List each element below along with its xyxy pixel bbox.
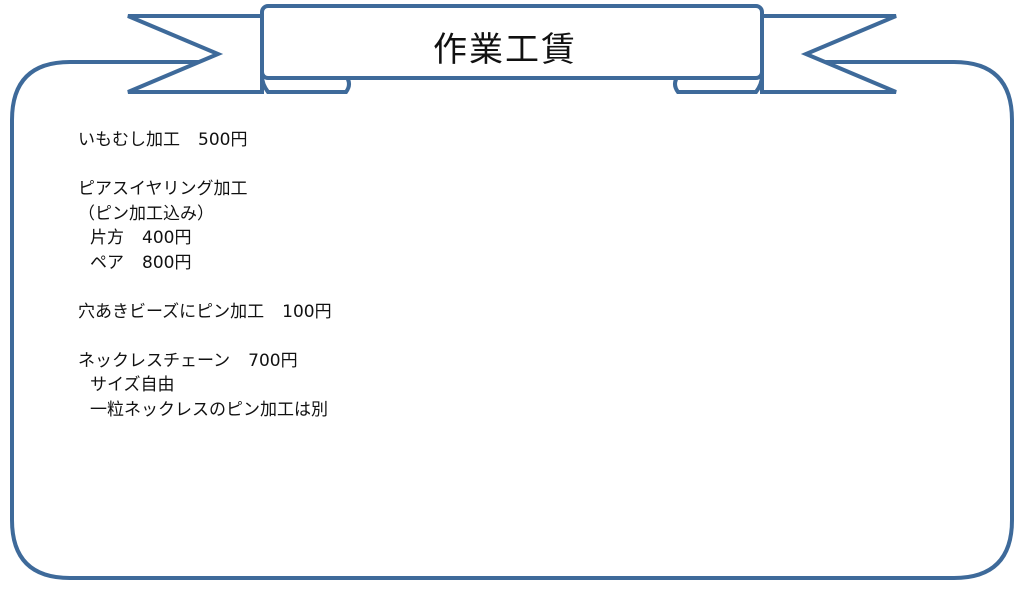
item-label: いもむし加工 (78, 130, 180, 150)
spacer (78, 275, 938, 300)
spacer (78, 324, 938, 349)
item-price: 100円 (282, 301, 332, 322)
item-note-text: 一粒ネックレスのピン加工は別 (90, 399, 328, 420)
spacer (78, 153, 938, 178)
list-item: ネックレスチェーン 700円 (78, 349, 938, 374)
item-note-text: （ピン加工込み） (78, 203, 214, 224)
item-option: 片方 400円 (78, 226, 938, 251)
list-item: ピアスイヤリング加工 (78, 177, 938, 202)
item-label: ピアスイヤリング加工 (78, 179, 248, 199)
item-note: 一粒ネックレスのピン加工は別 (78, 398, 938, 423)
item-label: 穴あきビーズにピン加工 (78, 301, 265, 322)
list-item: 穴あきビーズにピン加工 100円 (78, 300, 938, 325)
ribbon-right-tail (760, 14, 897, 94)
item-option: ペア 800円 (78, 251, 938, 276)
rounded-card-border (10, 60, 1014, 580)
price-list: いもむし加工 500円 ピアスイヤリング加工 （ピン加工込み） 片方 400円 ペア… (78, 128, 938, 422)
ribbon-left-tail (127, 14, 264, 94)
item-price: 700円 (248, 350, 298, 371)
option-price: 800円 (142, 252, 192, 273)
item-price: 500円 (198, 130, 248, 150)
item-note: サイズ自由 (78, 373, 938, 398)
item-note-text: サイズ自由 (90, 375, 175, 395)
page-title: 作業工賃 (433, 29, 577, 70)
item-note: （ピン加工込み） (78, 202, 938, 227)
list-item: いもむし加工 500円 (78, 128, 938, 153)
option-label: ペア (90, 252, 124, 273)
item-label: ネックレスチェーン (78, 350, 231, 371)
option-label: 片方 (90, 228, 124, 248)
ribbon-main (260, 4, 764, 80)
option-price: 400円 (142, 228, 192, 248)
